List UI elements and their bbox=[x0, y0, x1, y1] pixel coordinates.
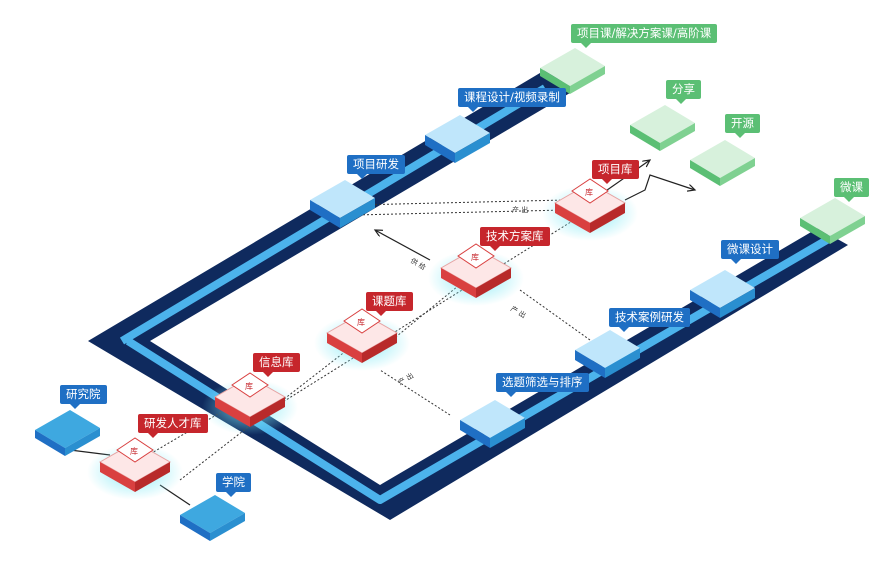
label-topic-select: 选题筛选与排序 bbox=[496, 373, 589, 397]
library-box-text: 库 bbox=[585, 187, 593, 197]
output-text-2: 产 出 bbox=[509, 304, 528, 320]
output-text-1: 产 出 bbox=[512, 205, 528, 214]
supply-text: 供 给 bbox=[409, 256, 428, 272]
label-micro-design: 微课设计 bbox=[721, 240, 779, 264]
label-topic-db: 课题库 bbox=[366, 292, 413, 316]
node-research-institute bbox=[35, 410, 100, 456]
label-info-db: 信息库 bbox=[253, 353, 300, 377]
library-box-topic-db: 库 bbox=[314, 308, 410, 371]
label-college: 学院 bbox=[216, 473, 251, 497]
node-college bbox=[180, 495, 245, 541]
label-project-rd: 项目研发 bbox=[347, 155, 405, 179]
library-box-text: 库 bbox=[357, 317, 365, 327]
label-open-source: 开源 bbox=[725, 114, 760, 138]
node-micro-design bbox=[690, 270, 755, 318]
library-box-text: 库 bbox=[245, 381, 253, 391]
node-course-design bbox=[425, 115, 490, 163]
node-project-rd bbox=[310, 180, 375, 228]
library-box-text: 库 bbox=[471, 252, 479, 262]
label-tech-case: 技术案例研发 bbox=[609, 308, 690, 332]
output-text-3: 产 出 bbox=[397, 371, 416, 387]
label-project-db: 项目库 bbox=[592, 160, 639, 184]
label-course-design: 课程设计/视频录制 bbox=[458, 88, 566, 112]
node-share bbox=[630, 105, 695, 151]
node-tech-case bbox=[575, 330, 640, 378]
node-open-source bbox=[690, 140, 755, 186]
node-micro-course bbox=[800, 198, 865, 244]
library-box-tech-solution-db: 库 bbox=[428, 243, 524, 306]
label-share: 分享 bbox=[666, 80, 701, 104]
label-talent-db: 研发人才库 bbox=[138, 414, 208, 438]
label-tech-solution-db: 技术方案库 bbox=[480, 227, 550, 251]
node-project-course bbox=[540, 48, 605, 94]
library-box-info-db: 库 bbox=[202, 372, 298, 435]
label-research-institute: 研究院 bbox=[60, 385, 107, 409]
label-micro-course: 微课 bbox=[834, 178, 869, 202]
library-box-project-db: 库 bbox=[542, 178, 638, 241]
label-project-course: 项目课/解决方案课/高阶课 bbox=[571, 24, 718, 48]
node-topic-select bbox=[460, 400, 525, 448]
library-box-text: 库 bbox=[130, 446, 138, 456]
library-box-talent-db: 库 bbox=[87, 437, 183, 500]
